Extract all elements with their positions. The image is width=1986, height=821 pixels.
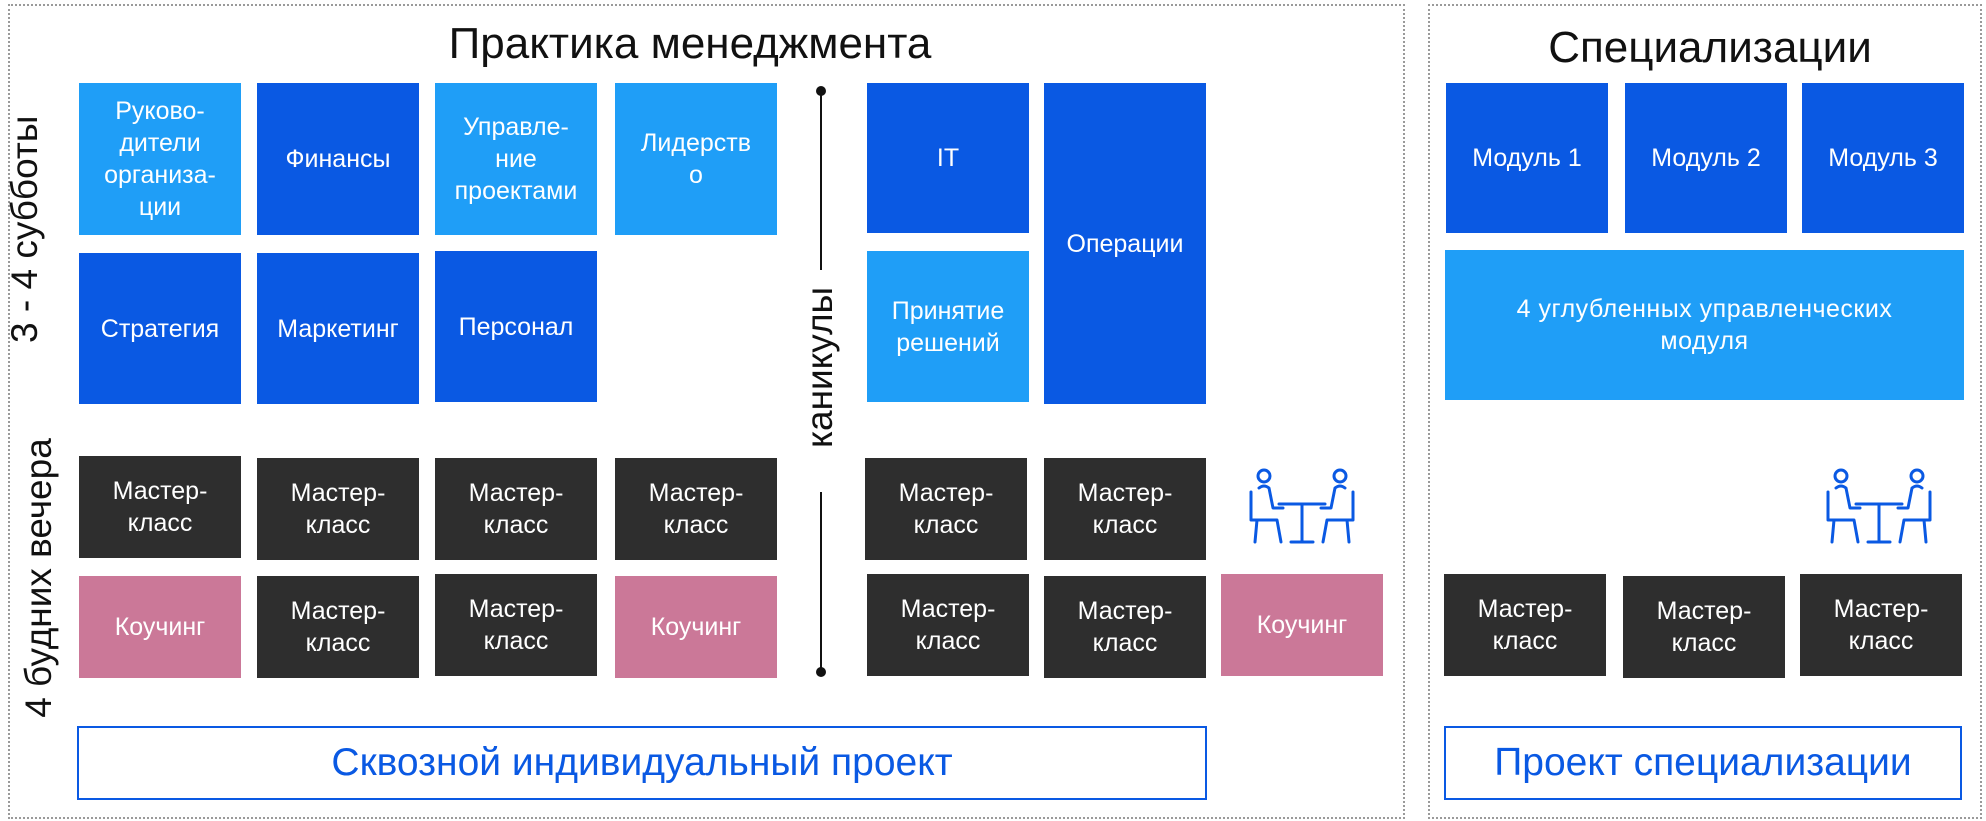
- course-block: Управле- ние проектами: [435, 83, 597, 235]
- course-block-operations: Операции: [1044, 83, 1206, 404]
- row-label-saturdays: 3 - 4 субботы: [4, 115, 45, 343]
- master-class-block: Мастер- класс: [1444, 574, 1606, 676]
- break-line-bottom: [820, 492, 822, 672]
- master-class-block: Мастер- класс: [435, 574, 597, 676]
- course-block: Руково- дители организа- ции: [79, 83, 241, 235]
- master-class-block: Мастер- класс: [615, 458, 777, 560]
- coaching-block: Коучинг: [1221, 574, 1383, 676]
- coaching-block: Коучинг: [79, 576, 241, 678]
- deep-modules-block: 4 углубленных управленческих модуля: [1445, 250, 1964, 400]
- module-block: Модуль 1: [1446, 83, 1608, 233]
- specialization-section: [1428, 4, 1982, 819]
- course-block: Маркетинг: [257, 253, 419, 404]
- management-title: Практика менеджмента: [448, 19, 932, 68]
- master-class-block: Мастер- класс: [1044, 458, 1206, 560]
- specialization-title: Специализации: [1548, 23, 1872, 72]
- course-block: Лидерств о: [615, 83, 777, 235]
- break-line-bottom-dot: [816, 667, 826, 677]
- coaching-block: Коучинг: [615, 576, 777, 678]
- master-class-block: Мастер- класс: [865, 458, 1027, 560]
- row-label-weekday-evenings: 4 будних вечера: [18, 438, 59, 718]
- specialization-project-bar: Проект специализации: [1444, 726, 1962, 800]
- break-label: каникулы: [799, 286, 840, 448]
- course-block: Принятие решений: [867, 251, 1029, 402]
- master-class-block: Мастер- класс: [1044, 576, 1206, 678]
- course-block: Стратегия: [79, 253, 241, 404]
- master-class-block: Мастер- класс: [257, 458, 419, 560]
- meeting-table-icon: [1826, 468, 1932, 544]
- master-class-block: Мастер- класс: [435, 458, 597, 560]
- course-block: Финансы: [257, 83, 419, 235]
- module-block: Модуль 2: [1625, 83, 1787, 233]
- master-class-block: Мастер- класс: [257, 576, 419, 678]
- course-block: Персонал: [435, 251, 597, 402]
- individual-project-bar: Сквозной индивидуальный проект: [77, 726, 1207, 800]
- master-class-block: Мастер- класс: [867, 574, 1029, 676]
- master-class-block: Мастер- класс: [79, 456, 241, 558]
- master-class-block: Мастер- класс: [1800, 574, 1962, 676]
- break-line-top: [820, 90, 822, 270]
- module-block: Модуль 3: [1802, 83, 1964, 233]
- meeting-table-icon: [1249, 468, 1355, 544]
- management-section: [8, 4, 1405, 819]
- master-class-block: Мастер- класс: [1623, 576, 1785, 678]
- course-block: IT: [867, 83, 1029, 233]
